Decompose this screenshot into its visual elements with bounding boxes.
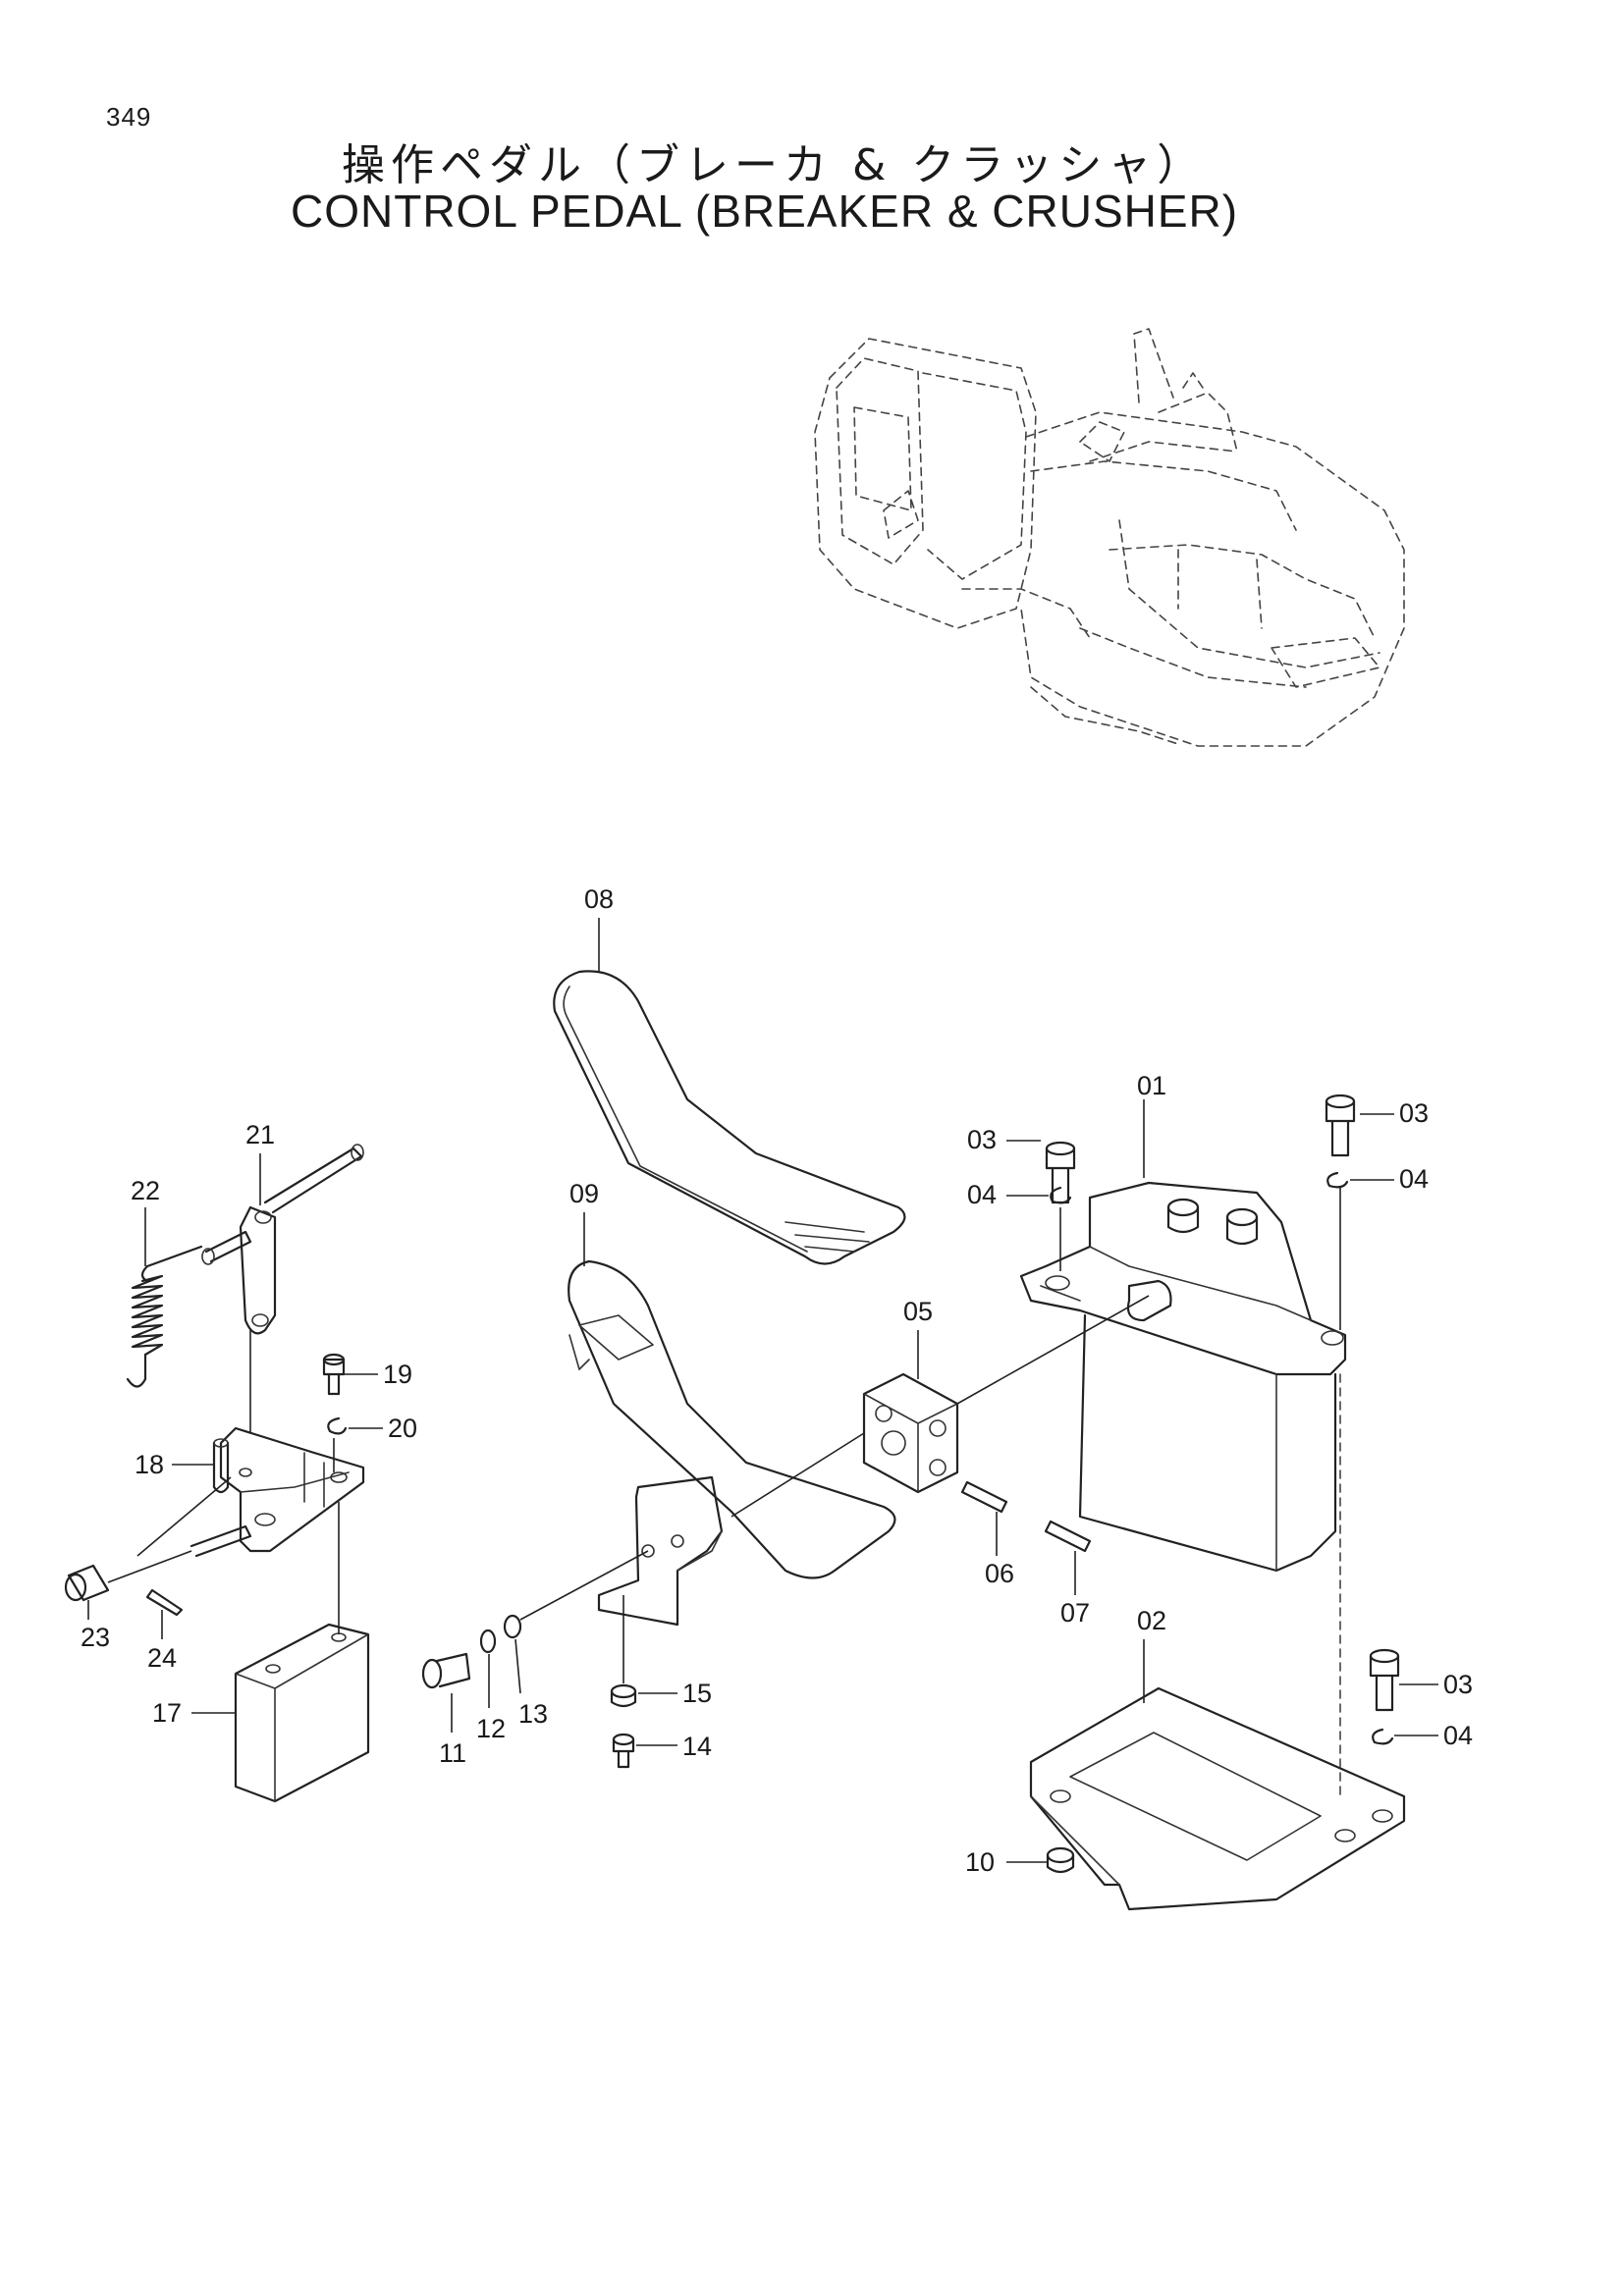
snap-ring-20 xyxy=(327,1416,348,1435)
bracket-18 xyxy=(189,1426,365,1558)
pin-23 xyxy=(64,1564,110,1602)
callout-22: 22 xyxy=(131,1176,160,1205)
pin-06 xyxy=(960,1480,1008,1514)
callout-21: 21 xyxy=(245,1120,275,1149)
callout-14: 14 xyxy=(682,1732,712,1761)
pedal-pad-08 xyxy=(553,970,906,1265)
callout-04-a: 04 xyxy=(967,1180,997,1209)
callout-03-a: 03 xyxy=(967,1125,997,1154)
snap-ring-04-c xyxy=(1372,1728,1394,1745)
callout-03-c: 03 xyxy=(1443,1670,1473,1699)
pin-07 xyxy=(1044,1520,1092,1553)
lever-21 xyxy=(201,1144,364,1335)
callout-11: 11 xyxy=(439,1738,466,1768)
callout-leaders xyxy=(87,918,1438,1863)
excavator-overview-illustration xyxy=(814,328,1405,747)
bolt-11 xyxy=(421,1652,471,1689)
bolt-14 xyxy=(612,1733,635,1769)
mounting-plate-02 xyxy=(1029,1686,1406,1911)
callout-08: 08 xyxy=(584,884,614,914)
callout-02: 02 xyxy=(1137,1606,1166,1635)
callout-06: 06 xyxy=(985,1559,1014,1588)
bolt-19 xyxy=(322,1353,346,1396)
callout-15: 15 xyxy=(682,1679,712,1708)
snap-ring-04-b xyxy=(1326,1171,1349,1189)
callout-04-b: 04 xyxy=(1399,1164,1429,1194)
block-05 xyxy=(862,1372,959,1494)
callout-10: 10 xyxy=(965,1847,995,1877)
bolt-03-b xyxy=(1325,1094,1356,1157)
page-number: 349 xyxy=(106,102,152,132)
snap-ring-04-a xyxy=(1050,1186,1072,1204)
callout-labels: 01 02 03 03 03 04 04 04 05 06 07 08 09 1… xyxy=(81,884,1473,1877)
washer-13 xyxy=(503,1614,522,1639)
title-japanese: 操作ペダル（ブレーカ & クラッシャ） xyxy=(342,140,1207,190)
callout-09: 09 xyxy=(569,1179,599,1208)
block-17 xyxy=(234,1623,370,1803)
callout-13: 13 xyxy=(518,1699,548,1729)
callout-19: 19 xyxy=(383,1360,412,1389)
callout-17: 17 xyxy=(152,1698,182,1728)
callout-04-c: 04 xyxy=(1443,1721,1473,1750)
callout-20: 20 xyxy=(388,1414,417,1443)
callout-12: 12 xyxy=(476,1714,506,1743)
callout-05: 05 xyxy=(903,1297,933,1326)
nut-15 xyxy=(610,1683,637,1708)
assembly-lines xyxy=(107,1188,1341,1797)
nut-10 xyxy=(1046,1846,1075,1874)
snap-ring-12 xyxy=(479,1629,497,1654)
callout-07: 07 xyxy=(1060,1598,1090,1628)
callout-01: 01 xyxy=(1137,1071,1166,1100)
pedal-valve-body-01 xyxy=(1019,1181,1347,1573)
cotter-pin-24 xyxy=(145,1588,184,1617)
callout-23: 23 xyxy=(81,1623,110,1652)
callout-18: 18 xyxy=(135,1450,164,1479)
callout-03-b: 03 xyxy=(1399,1098,1429,1128)
spring-22 xyxy=(126,1245,203,1388)
callout-24: 24 xyxy=(147,1643,177,1673)
pedal-arm-09 xyxy=(568,1259,896,1627)
bolt-03-c xyxy=(1369,1648,1400,1712)
title-english: CONTROL PEDAL (BREAKER & CRUSHER) xyxy=(291,186,1239,237)
